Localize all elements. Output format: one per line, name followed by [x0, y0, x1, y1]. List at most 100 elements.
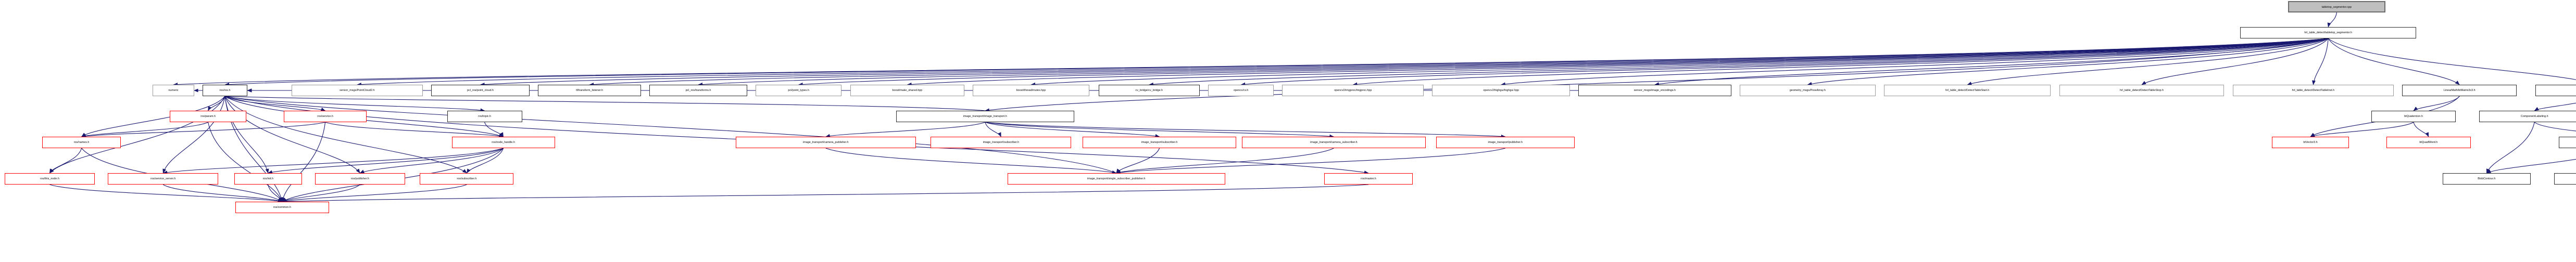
graph-edge-service-to-names	[81, 122, 325, 138]
graph-node-itpub[interactable]: image_transport/publisher.h	[1436, 137, 1575, 148]
graph-edge-itpub-to-singlesub	[1116, 148, 1505, 175]
graph-node-label: opencv2/highgui/highgui.hpp	[1483, 89, 1519, 92]
graph-node-label: numeric	[168, 89, 179, 92]
graph-node-numeric[interactable]: numeric	[153, 85, 194, 96]
graph-edge-tsh-to-posearray	[1807, 38, 2329, 86]
graph-node-btmat[interactable]: LinearMath/btMatrix3x3.h	[2402, 85, 2517, 96]
graph-node-dtstop[interactable]: hrl_table_detect/DetectTableStop.h	[2059, 85, 2225, 96]
graph-node-dtinst[interactable]: hrl_table_detect/DetectTableInst.h	[2232, 85, 2394, 96]
graph-edge-pub-to-common	[282, 184, 360, 202]
graph-node-imgtrans[interactable]: image_transport/image_transport.h	[896, 111, 1074, 122]
graph-node-label: btVector3.h	[2303, 141, 2318, 144]
graph-edge-tsh-to-btmat	[2328, 38, 2460, 85]
graph-node-param[interactable]: ros/param.h	[169, 111, 247, 122]
graph-node-tftl[interactable]: tf/transform_listener.h	[538, 85, 642, 96]
graph-node-mkshared[interactable]: boost/make_shared.hpp	[850, 85, 965, 96]
graph-node-pc2[interactable]: sensor_msgs/PointCloud2.h	[291, 85, 423, 96]
graph-node-label: btQuadWord.h	[2419, 141, 2438, 144]
graph-node-root[interactable]: tabletop_segmentor.cpp	[2288, 1, 2385, 12]
graph-node-thisnode[interactable]: ros/this_node.h	[5, 173, 95, 185]
graph-node-btquadword[interactable]: btQuadWord.h	[2386, 137, 2471, 148]
graph-node-nodehandle[interactable]: ros/node_handle.h	[451, 137, 555, 148]
graph-edge-tsh-to-imgproc	[1352, 38, 2329, 86]
graph-node-master[interactable]: ros/master.h	[1324, 173, 1413, 185]
graph-node-label: ros/node_handle.h	[492, 141, 515, 144]
graph-node-dtstart[interactable]: hrl_table_detect/DetectTableStart.h	[1884, 85, 2051, 96]
graph-node-blob[interactable]: hrl_cvblobslib/Blob.h	[2559, 137, 2576, 148]
graph-node-mutex[interactable]: boost/thread/mutex.hpp	[973, 85, 1089, 96]
graph-node-label: image_transport/subscriber.h	[1141, 141, 1178, 144]
graph-node-btvec3[interactable]: btVector3.h	[2272, 137, 2349, 148]
graph-edge-param-to-common	[208, 122, 283, 202]
graph-edge-tsh-to-tftl	[589, 38, 2329, 86]
graph-node-names[interactable]: ros/names.h	[42, 137, 121, 148]
graph-node-posearray[interactable]: geometry_msgs/PoseArray.h	[1739, 85, 1876, 96]
graph-node-camerapub[interactable]: image_transport/camera_publisher.h	[736, 137, 916, 148]
graph-node-highgui[interactable]: opencv2/highgui/highgui.hpp	[1432, 85, 1570, 96]
graph-edge-imgtrans-to-subscriber	[985, 122, 1001, 137]
graph-node-topic[interactable]: ros/topic.h	[447, 111, 522, 122]
graph-edge-camsub-to-singlesub	[1116, 148, 1334, 174]
graph-node-label: ros/names.h	[73, 141, 90, 144]
graph-node-label: image_transport/camera_publisher.h	[803, 141, 849, 144]
graph-node-pclros_tr[interactable]: pcl_ros/transforms.h	[649, 85, 747, 96]
graph-edge-nodehandle-to-pub	[359, 148, 504, 174]
graph-node-btquat[interactable]: btQuaternion.h	[2371, 111, 2456, 122]
graph-node-bloblibcfg[interactable]: BlobLibraryConfiguration.h	[2554, 173, 2576, 185]
graph-edge-camerapub-to-singlesub	[825, 148, 1117, 174]
graph-node-subscriber[interactable]: image_transport/subscriber.h	[931, 137, 1072, 148]
graph-node-camsub[interactable]: image_transport/camera_subscriber.h	[1242, 137, 1426, 148]
graph-node-label: tabletop_segmentor.cpp	[2321, 6, 2352, 9]
graph-node-servserver[interactable]: ros/service_server.h	[108, 173, 219, 185]
graph-node-label: BlobLibraryConfiguration.h	[2555, 174, 2576, 184]
graph-edge-init-to-common	[268, 184, 283, 202]
graph-node-label: ros/publisher.h	[350, 177, 369, 180]
graph-edge-nodehandle-to-init	[268, 148, 504, 174]
graph-node-opencv[interactable]: opencv/cv.h	[1208, 85, 1274, 96]
graph-node-blobres[interactable]: hrl_cvblobslib/BlobResult.h	[2535, 85, 2576, 96]
graph-node-label: BlobContour.h	[2478, 177, 2496, 180]
graph-node-label: opencv/cv.h	[1234, 89, 1249, 92]
graph-edge-service-to-common	[281, 122, 326, 202]
graph-node-label: hrl_table_detect/tabletop_segmentor.h	[2304, 31, 2353, 34]
graph-node-service[interactable]: ros/service.h	[284, 111, 367, 122]
graph-node-itsubscr[interactable]: image_transport/subscriber.h	[1083, 137, 1237, 148]
graph-edge-tsh-to-mkshared	[907, 38, 2329, 86]
graph-edge-singlesub-to-rosros	[224, 95, 1117, 174]
graph-node-rosros[interactable]: ros/ros.h	[202, 85, 248, 96]
graph-node-label: tf/transform_listener.h	[576, 89, 604, 92]
graph-edge-rosros-to-init	[224, 96, 269, 174]
graph-node-singlesub[interactable]: image_transport/single_subscriber_publis…	[1008, 173, 1225, 185]
graph-node-label: LinearMath/btMatrix3x3.h	[2443, 89, 2476, 92]
graph-node-complabel[interactable]: ComponentLabeling.h	[2479, 111, 2576, 122]
graph-edge-servserver-to-common	[162, 184, 283, 202]
graph-edge-master-to-common	[282, 184, 1369, 204]
graph-edge-rosros-to-param	[208, 96, 225, 111]
graph-edge-imgtrans-to-camerapub	[825, 122, 986, 138]
graph-node-common[interactable]: ros/common.h	[235, 202, 329, 213]
graph-edge-nodehandle-to-sub	[466, 148, 504, 174]
graph-edge-tsh-to-blobres	[2328, 38, 2576, 80]
graph-node-init[interactable]: ros/init.h	[234, 173, 302, 185]
graph-node-sub[interactable]: ros/subscriber.h	[420, 173, 514, 185]
graph-node-imgproc[interactable]: opencv2/imgproc/imgproc.hpp	[1282, 85, 1424, 96]
graph-edge-blob-to-blobcontour	[2486, 159, 2576, 174]
graph-node-label: ros/init.h	[262, 177, 273, 180]
graph-node-label: pcl_ros/point_cloud.h	[467, 89, 494, 92]
graph-node-blobcontour[interactable]: BlobContour.h	[2442, 173, 2531, 185]
graph-edge-rosros-to-topic	[224, 96, 485, 112]
graph-node-cvbridge[interactable]: cv_bridge/cv_bridge.h	[1098, 85, 1200, 96]
graph-node-pcltypes[interactable]: pcl/point_types.h	[755, 85, 842, 96]
graph-edge-tsh-to-dtinst	[2311, 38, 2329, 85]
graph-edge-imgtrans-to-rosros	[224, 94, 985, 111]
graph-node-label: boost/thread/mutex.hpp	[1016, 89, 1046, 92]
graph-node-imgenc[interactable]: sensor_msgs/image_encodings.h	[1578, 85, 1731, 96]
graph-edge-imgtrans-to-itsubscr	[985, 122, 1160, 138]
graph-node-pub[interactable]: ros/publisher.h	[315, 173, 405, 185]
graph-node-pclros_pc[interactable]: pcl_ros/point_cloud.h	[431, 85, 530, 96]
graph-edge-tsh-to-numeric	[173, 38, 2329, 87]
graph-node-tsh[interactable]: hrl_table_detect/tabletop_segmentor.h	[2240, 27, 2417, 38]
graph-node-label: ros/this_node.h	[40, 177, 59, 180]
graph-edge-sub-to-common	[282, 184, 467, 203]
